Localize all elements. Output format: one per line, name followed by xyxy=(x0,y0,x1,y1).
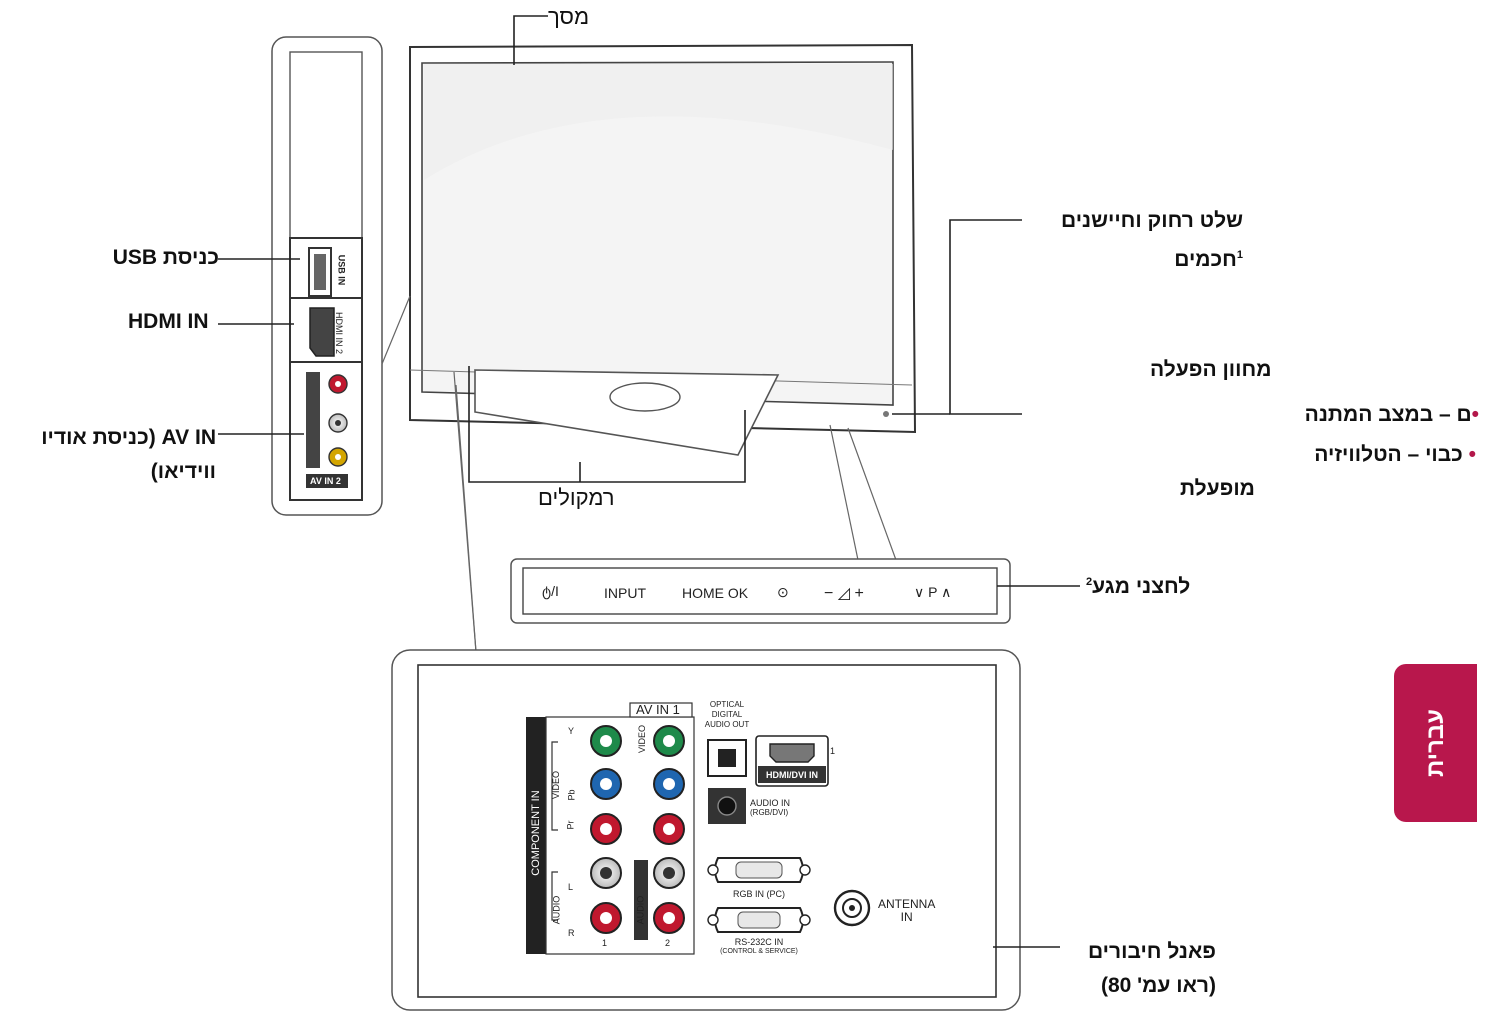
l-label: L xyxy=(568,882,574,892)
label-off-on: • כבוי – הטלוויזיה xyxy=(1314,443,1476,466)
label-usb-port: כניסת USB xyxy=(112,246,219,269)
hdmi-slot xyxy=(309,307,335,357)
y-label: Y xyxy=(568,726,575,736)
touch-settings-button[interactable]: ⊙ xyxy=(777,584,789,600)
audio-in-label: AUDIO IN (RGB/DVI) xyxy=(750,798,791,817)
touch-volume-buttons[interactable]: − ◿ + xyxy=(824,585,864,602)
hdmi-num-label: 1 xyxy=(830,746,836,756)
label-remote-sensors: שלט רחוק וחיישנים 1חכמים xyxy=(1028,204,1243,277)
antenna-label: ANTENNA IN xyxy=(878,897,936,924)
label-remote-sensors-sup: 1 xyxy=(1236,249,1243,261)
audio-label: AUDIO xyxy=(551,895,562,925)
label-touch-buttons: לחצני מגע2 xyxy=(1086,575,1191,598)
pr-label: Pr xyxy=(565,820,576,830)
label-touch-buttons-sup: 2 xyxy=(1086,576,1093,588)
label-screen: מסך xyxy=(548,4,590,29)
r-label: R xyxy=(568,928,575,938)
hdmi-dvi-label: HDMI/DVI IN xyxy=(765,770,818,780)
side-av-in-2-label: AV IN 2 xyxy=(310,476,341,486)
av-audio-label: AUDIO xyxy=(635,895,646,925)
label-remote-sensors-line2: 1חכמים xyxy=(1174,248,1243,271)
tv-stand xyxy=(474,369,780,456)
label-power-indicator: מחוון הפעלה xyxy=(1150,358,1272,381)
label-hdmi-in: HDMI IN xyxy=(128,310,209,333)
label-av-in-line1: AV IN (כניסת אודיו xyxy=(41,426,216,449)
language-tab-label: עברית xyxy=(1421,708,1449,778)
component-in-label: COMPONENT IN xyxy=(530,790,542,876)
pb-label: Pb xyxy=(566,789,577,801)
side-hdmi-in-2-label: HDMI IN 2 xyxy=(334,311,345,355)
av-num-1: 1 xyxy=(602,938,608,948)
label-off-on-line2: מופעלת xyxy=(1180,477,1255,500)
av-num-2: 2 xyxy=(665,938,671,948)
component-jacks xyxy=(590,725,622,934)
rgb-in-label: RGB IN (PC) xyxy=(732,889,785,899)
touch-input-button[interactable]: INPUT xyxy=(604,585,646,601)
label-connection-panel-line1: פאנל חיבורים xyxy=(1087,940,1216,963)
optical-port xyxy=(707,739,747,777)
label-connection-panel-line2: (ראו עמ' 80) xyxy=(1100,974,1216,997)
label-av-in-line2: ווידיאו) xyxy=(150,460,216,483)
touch-power-button[interactable]: ტ/I xyxy=(542,583,559,599)
optical-label: OPTICAL DIGITAL AUDIO OUT xyxy=(704,700,750,729)
touch-program-buttons[interactable]: ∨ P ∧ xyxy=(914,584,952,600)
label-remote-sensors-line1: שלט רחוק וחיישנים xyxy=(1061,209,1243,232)
av-in-1-jacks xyxy=(653,725,685,934)
label-connection-panel: פאנל חיבורים (ראו עמ' 80) xyxy=(1068,935,1216,1003)
label-standby: •ם – במצב המתנה xyxy=(1304,403,1479,426)
label-speakers: רמקולים xyxy=(538,485,615,510)
touch-home-ok-button[interactable]: HOME OK xyxy=(682,585,749,601)
video-label: VIDEO xyxy=(551,770,562,800)
label-av-in: AV IN (כניסת אודיו ווידיאו) xyxy=(8,421,216,489)
side-usb-in-label: USB IN xyxy=(336,254,347,286)
av-video-label: VIDEO xyxy=(637,724,648,754)
language-tab: עברית xyxy=(1394,664,1477,822)
av-in-1-label: AV IN 1 xyxy=(636,702,680,717)
tv-screen xyxy=(421,61,894,406)
rs232-label: RS-232C IN (CONTROL & SERVICE) xyxy=(720,937,798,955)
